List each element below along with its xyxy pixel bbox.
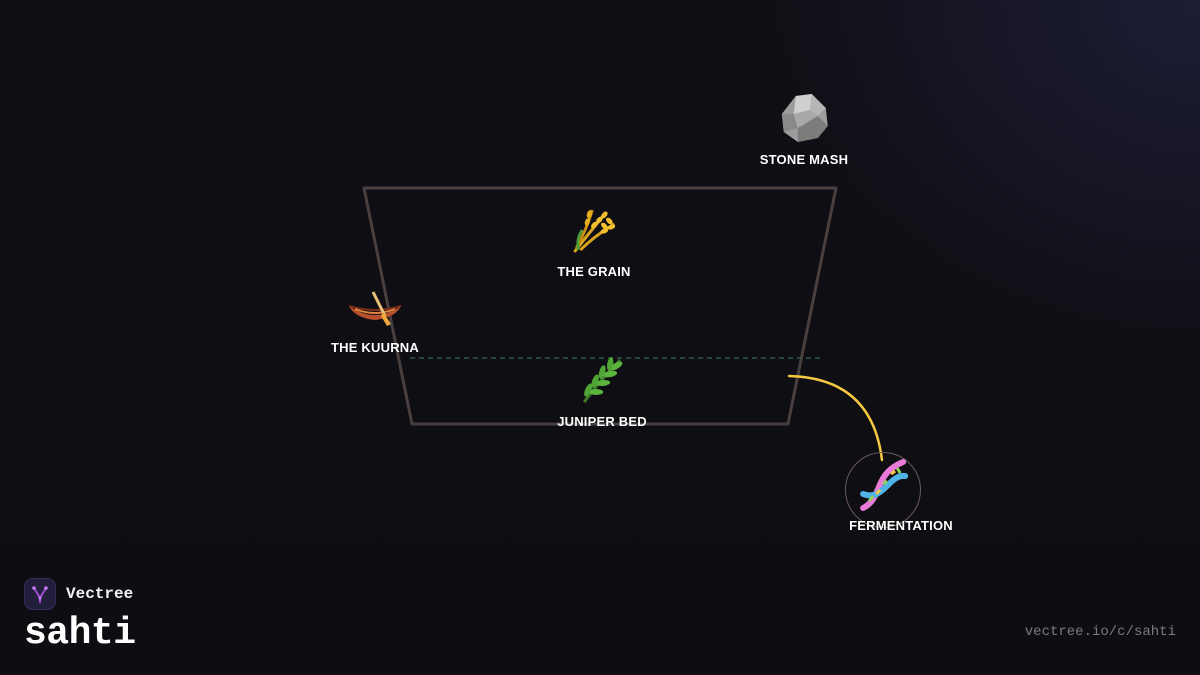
page-url-link[interactable]: vectree.io/c/sahti — [1024, 624, 1176, 640]
node-label: FERMENTATION — [849, 518, 953, 533]
brand-block: Vectree sahti — [24, 577, 136, 655]
node-label: JUNIPER BED — [557, 414, 647, 429]
juniper-branch-icon — [572, 350, 632, 410]
fermentation-connector — [787, 374, 884, 462]
node-label: THE GRAIN — [557, 264, 631, 279]
page-title: sahti — [24, 612, 136, 655]
tree-logo-icon — [24, 578, 56, 610]
canoe-icon — [345, 276, 405, 336]
node-the-grain[interactable]: THE GRAIN — [557, 200, 630, 279]
dna-icon — [853, 454, 913, 514]
wheat-sheaf-icon — [564, 200, 624, 260]
node-fermentation[interactable]: FERMENTATION — [849, 454, 953, 533]
brand-row[interactable]: Vectree — [24, 577, 136, 611]
node-label: STONE MASH — [759, 152, 849, 167]
node-stone-mash[interactable]: STONE MASH — [760, 88, 848, 167]
rock-icon — [774, 88, 834, 148]
fermentation-ring — [845, 452, 921, 528]
brand-name: Vectree — [66, 585, 134, 603]
kuurna-trough-outline — [362, 186, 838, 426]
node-label: THE KUURNA — [331, 340, 419, 355]
node-the-kuurna[interactable]: THE KUURNA — [331, 276, 419, 355]
node-juniper-bed[interactable]: JUNIPER BED — [557, 350, 647, 429]
